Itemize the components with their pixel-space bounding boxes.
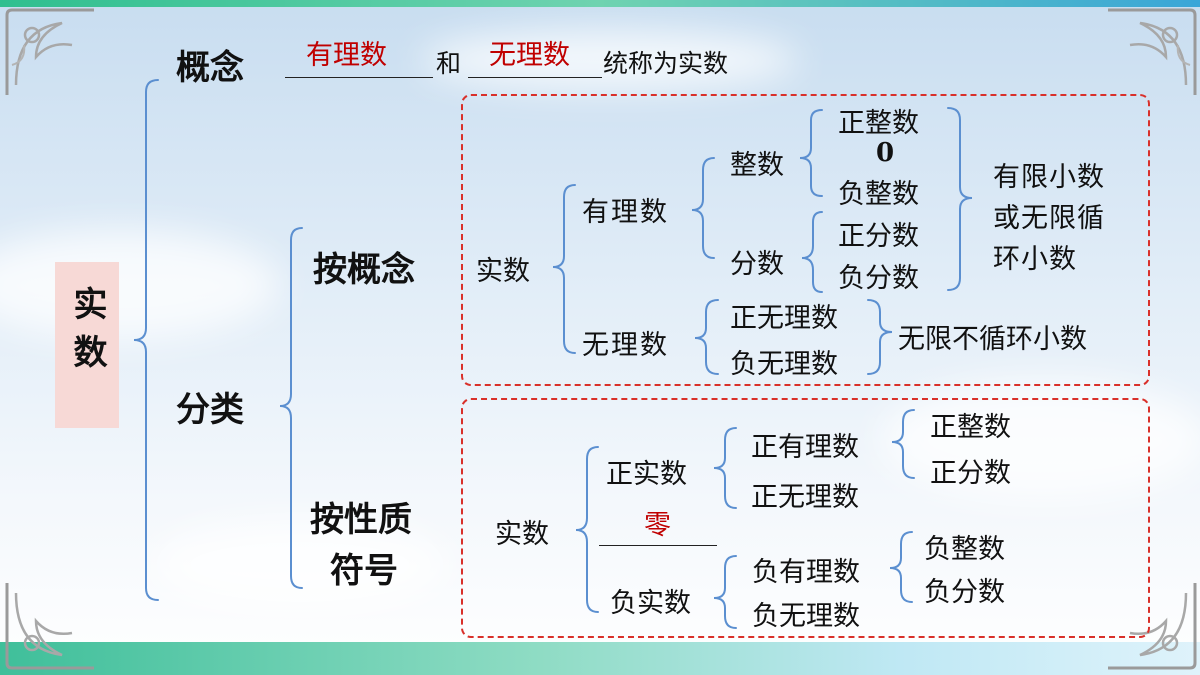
- corner-ornament-icon: [5, 583, 94, 670]
- box1-root: 实数: [476, 256, 530, 287]
- positive-irrational-label: 正无理数: [730, 303, 838, 334]
- by-definition-label: 按概念: [313, 250, 415, 290]
- classification-label: 分类: [176, 390, 244, 430]
- negative-irrational-label-2: 负无理数: [752, 601, 860, 632]
- box2-root: 实数: [495, 519, 549, 550]
- root-label-box: [55, 262, 119, 428]
- sign-classification-box: [461, 398, 1150, 638]
- cloud-decoration: [0, 230, 280, 340]
- concept-connector: 和: [436, 49, 462, 78]
- positive-integers-label-2: 正整数: [930, 412, 1011, 443]
- irrational-label: 无理数: [582, 330, 669, 361]
- root-label: 实数: [67, 286, 107, 382]
- negative-integers-label-2: 负整数: [924, 534, 1005, 565]
- integers-label: 整数: [730, 150, 784, 181]
- bottom-stripe: [0, 642, 1200, 675]
- corner-ornament-icon: [5, 8, 94, 95]
- blank-line-2: [468, 77, 602, 78]
- negative-fractions-label-2: 负分数: [924, 577, 1005, 608]
- zero-answer: 零: [644, 510, 671, 541]
- rational-note-line2: 或无限循: [993, 203, 1105, 234]
- positive-fractions-label-2: 正分数: [930, 458, 1011, 489]
- by-sign-label-line2: 符号: [330, 551, 398, 591]
- concept-suffix: 统称为实数: [603, 49, 729, 78]
- concept-answer-2: 无理数: [489, 40, 570, 71]
- zero-label: 0: [876, 138, 895, 168]
- zero-blank-line: [599, 545, 717, 546]
- negative-rational-label: 负有理数: [752, 557, 860, 588]
- positive-reals-label: 正实数: [606, 459, 687, 490]
- positive-irrational-label-2: 正无理数: [751, 482, 859, 513]
- positive-rational-label: 正有理数: [751, 432, 859, 463]
- corner-ornament-icon: [1108, 8, 1197, 95]
- cloud-decoration: [150, 520, 450, 610]
- rational-note-line3: 环小数: [993, 244, 1077, 275]
- negative-irrational-label: 负无理数: [730, 349, 838, 380]
- rational-note-line1: 有限小数: [993, 162, 1105, 193]
- positive-integers-label: 正整数: [838, 108, 919, 139]
- irrational-note: 无限不循环小数: [898, 324, 1087, 355]
- by-sign-label-line1: 按性质: [310, 500, 412, 540]
- corner-ornament-icon: [1108, 583, 1197, 670]
- blank-line-1: [285, 77, 433, 78]
- rational-label: 有理数: [582, 197, 669, 228]
- positive-fractions-label: 正分数: [838, 221, 919, 252]
- fractions-label: 分数: [730, 249, 784, 280]
- definition-classification-box: [461, 94, 1150, 386]
- concept-label: 概念: [176, 48, 244, 88]
- concept-answer-1: 有理数: [306, 40, 387, 71]
- negative-fractions-label: 负分数: [838, 263, 919, 294]
- negative-integers-label: 负整数: [838, 179, 919, 210]
- top-stripe: [0, 0, 1200, 7]
- negative-reals-label: 负实数: [610, 588, 691, 619]
- cloud-decoration: [420, 30, 800, 90]
